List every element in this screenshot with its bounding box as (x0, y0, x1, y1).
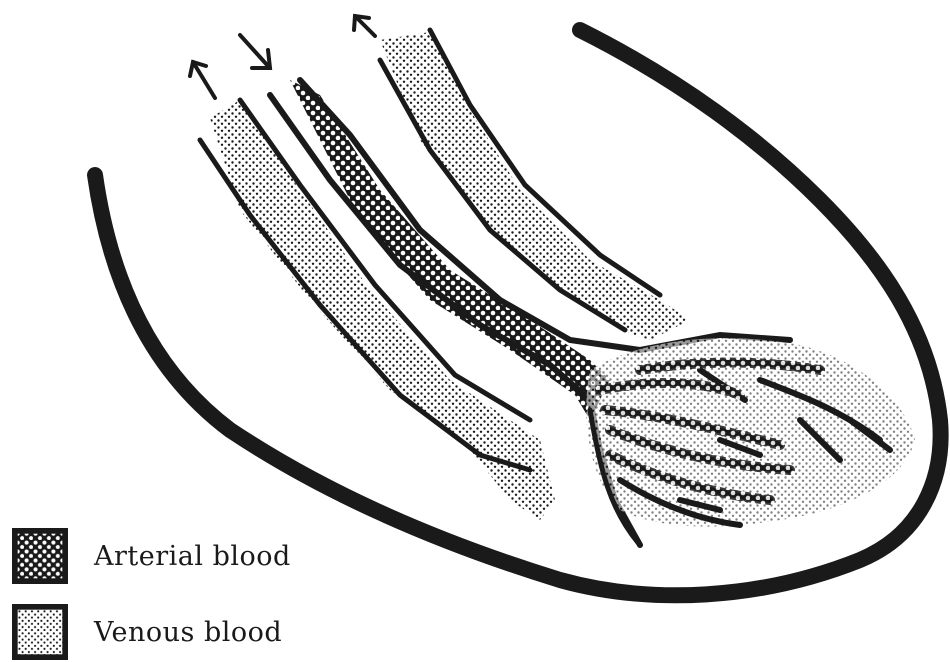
flow-arrow-middle-in (240, 35, 270, 68)
flow-arrow-right-out (354, 16, 375, 36)
legend-venous: Venous blood (12, 604, 282, 660)
arterial-label: Arterial blood (94, 541, 291, 572)
venous-label: Venous blood (94, 617, 282, 648)
legend-arterial: Arterial blood (12, 528, 291, 584)
arterial-swatch (12, 528, 68, 584)
venous-swatch (12, 604, 68, 660)
flow-arrow-left-out (190, 62, 215, 98)
